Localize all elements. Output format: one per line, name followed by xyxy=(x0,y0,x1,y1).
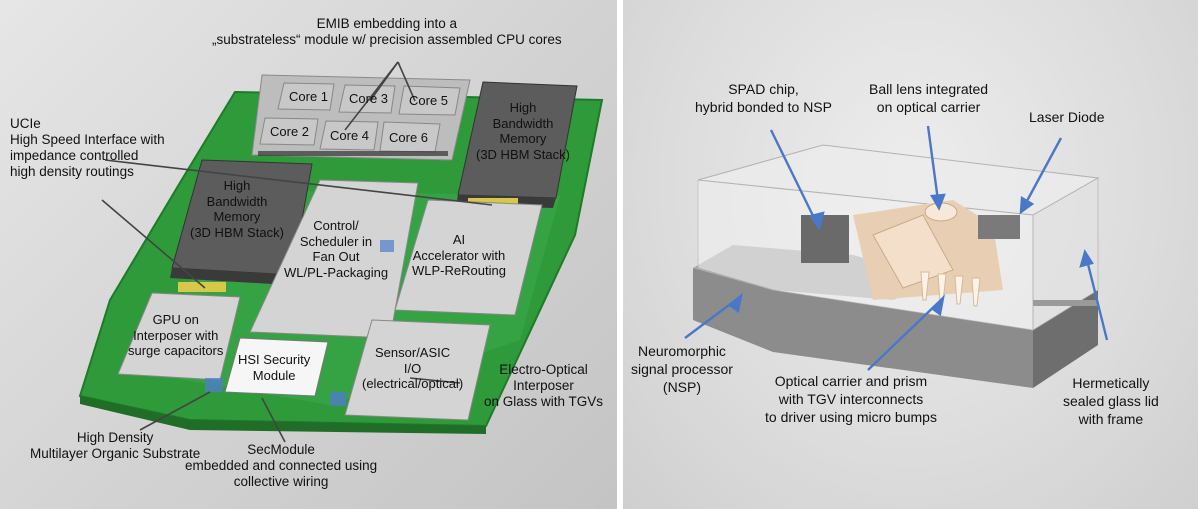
base-block-front xyxy=(693,268,1033,388)
spad-callout: SPAD chip, hybrid bonded to NSP xyxy=(695,81,832,115)
tgv-interconnects xyxy=(920,271,981,307)
ai-chip xyxy=(394,199,543,316)
core-chip-3 xyxy=(338,84,396,114)
glass-strip-1 xyxy=(205,378,223,392)
control-label: Control/ Scheduler in Fan Out WL/PL-Pack… xyxy=(284,218,389,280)
emib-callout: EMIB embedding into a „substrateless“ mo… xyxy=(212,16,562,47)
base-block-right xyxy=(1033,290,1098,388)
eoi-callout: Electro-Optical Interposer on Glass with… xyxy=(483,362,604,409)
ucie-connector-left xyxy=(178,282,226,292)
leader-lines xyxy=(101,61,493,443)
nsp-callout: Neuromorphic signal processor (NSP) xyxy=(631,343,733,395)
left-diagram-panel: Core 1 Core 3 Core 5 Core 2 Core 4 Core … xyxy=(0,0,617,509)
core-2-label: Core 2 xyxy=(270,124,310,139)
core-6-label: Core 6 xyxy=(389,130,429,145)
core-1-label: Core 1 xyxy=(289,89,329,104)
glass-strip-3 xyxy=(380,240,394,252)
metal-frame xyxy=(1033,300,1098,306)
substrate-edge xyxy=(80,396,486,434)
spad-chip xyxy=(801,215,849,263)
secmodule-callout: SecModule embedded and connected using c… xyxy=(185,442,378,489)
ball-lens-callout: Ball lens integrated on optical carrier xyxy=(869,81,989,115)
core-bumps xyxy=(258,151,448,156)
glass-lid-callout: Hermetically sealed glass lid with frame xyxy=(1063,375,1159,427)
hbm-left-side xyxy=(170,268,292,285)
arrows xyxy=(684,125,1109,371)
ucie-callout: UCIe High Speed Interface with impedance… xyxy=(10,116,165,179)
sensor-label: Sensor/ASIC I/O (electrical/optical) xyxy=(362,345,464,391)
optical-carrier-callout: Optical carrier and prism with TGV inter… xyxy=(765,373,937,425)
right-diagram-panel: SPAD chip, hybrid bonded to NSP Ball len… xyxy=(623,0,1198,509)
laser-diode-callout: Laser Diode xyxy=(1029,109,1105,125)
laser-diode xyxy=(978,215,1020,239)
hbm-top-label: High Bandwidth Memory (3D HBM Stack) xyxy=(476,100,570,162)
core-chip-1 xyxy=(277,82,335,111)
core-5-label: Core 5 xyxy=(409,93,449,108)
sensor-chip xyxy=(344,319,491,421)
substrate-callout: High Density Multilayer Organic Substrat… xyxy=(30,430,201,461)
package-illustration xyxy=(78,61,604,443)
core-chip-4 xyxy=(319,120,379,151)
core-chip-5 xyxy=(398,85,461,116)
core-chip-2 xyxy=(259,117,319,146)
glass-strip-2 xyxy=(330,392,346,406)
gpu-label: GPU on Interposer with surge capacitors xyxy=(128,312,224,358)
ai-label: AI Accelerator with WLP-ReRouting xyxy=(412,232,506,278)
core-4-label: Core 4 xyxy=(330,128,370,143)
hbm-left-label: High Bandwidth Memory (3D HBM Stack) xyxy=(190,178,284,240)
prism xyxy=(872,214,954,289)
hsi-label: HSI Security Module xyxy=(238,352,311,383)
hsi-chip xyxy=(224,337,329,397)
lidar-module-illustration xyxy=(684,125,1109,388)
core-3-label: Core 3 xyxy=(349,91,389,106)
glass-lid-right xyxy=(1032,177,1099,331)
